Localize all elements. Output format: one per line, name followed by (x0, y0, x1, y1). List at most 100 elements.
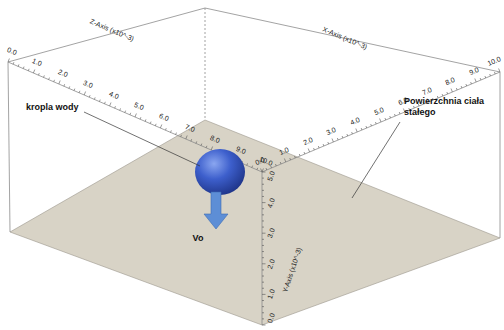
tick-mark (262, 312, 264, 313)
tick-mark (356, 129, 357, 133)
tick-mark (23, 67, 25, 69)
tick-mark (475, 79, 476, 83)
tick-mark (53, 80, 55, 82)
tick-mark (346, 134, 348, 136)
tick-mark (499, 69, 500, 73)
leader-line (84, 112, 200, 166)
tick-mark (79, 91, 81, 93)
tick-mark (451, 89, 452, 93)
tick-mark (262, 233, 266, 234)
tick-label: 6.0 (159, 112, 171, 122)
tick-mark (13, 62, 15, 64)
tick-mark (195, 141, 197, 143)
tick-mark (262, 288, 264, 289)
tick-mark (389, 116, 391, 118)
tick-label: 2.0 (57, 68, 69, 78)
tick-mark (489, 74, 491, 76)
tick-mark (318, 146, 320, 148)
tick-mark (124, 111, 126, 113)
tick-mark (342, 136, 344, 138)
tick-mark (262, 263, 266, 264)
tick-mark (484, 76, 486, 78)
tick-mark (180, 135, 182, 137)
tick-label: 1.0 (32, 57, 44, 67)
tick-mark (446, 92, 448, 94)
tick-mark (262, 300, 264, 301)
tick-label: 0.0 (266, 312, 276, 323)
tick-mark (261, 169, 262, 173)
tick-mark (262, 214, 264, 215)
tick-mark (129, 113, 131, 115)
tick-mark (361, 128, 363, 130)
tick-label: 5.0 (373, 106, 385, 116)
tick-mark (262, 276, 264, 277)
tick-mark (262, 257, 264, 258)
tick-mark (461, 86, 463, 88)
tick-mark (89, 95, 91, 97)
tick-mark (33, 70, 34, 74)
tick-mark (262, 282, 264, 283)
axis-title: Z-Axis (x10^-3) (89, 18, 135, 43)
tick-mark (262, 169, 263, 173)
tick-mark (150, 122, 152, 124)
velocity-label: Vo (193, 234, 204, 243)
tick-mark (308, 149, 309, 153)
tick-mark (135, 114, 136, 118)
tick-mark (351, 132, 353, 134)
tick-mark (380, 119, 381, 123)
tick-mark (262, 184, 264, 185)
tick-mark (206, 146, 208, 148)
tick-mark (155, 124, 157, 126)
tick-mark (211, 147, 212, 151)
tick-mark (262, 202, 266, 203)
box-frame (8, 8, 500, 325)
tick-mark (43, 75, 45, 77)
tick-mark (246, 163, 248, 165)
water-drop (195, 149, 245, 195)
solid-surface (10, 120, 500, 325)
tick-mark (262, 172, 266, 173)
tick-mark (165, 128, 167, 130)
tick-mark (262, 306, 264, 307)
tick-mark (256, 168, 258, 170)
tick-mark (470, 82, 472, 84)
tick-mark (99, 100, 101, 102)
tick-mark (313, 148, 315, 150)
axis-title: X-Axis (x10^-3) (322, 25, 369, 50)
tick-mark (262, 318, 264, 319)
tick-mark (63, 84, 65, 86)
tick-mark (294, 156, 296, 158)
tick-label: 10.0 (487, 55, 502, 67)
tick-label: 7.0 (421, 86, 433, 96)
tick-mark (262, 245, 264, 246)
callout-label: kropla wody (26, 103, 79, 112)
tick-mark (262, 239, 264, 240)
tick-mark (262, 325, 266, 326)
tick-label: 9.0 (468, 66, 480, 76)
tick-mark (145, 119, 147, 121)
tick-mark (84, 92, 85, 96)
tick-mark (399, 112, 401, 114)
tick-mark (265, 168, 267, 170)
tick-mark (384, 118, 386, 120)
callout-label: Powierzchnia ciała stałego (404, 96, 496, 118)
tick-mark (170, 130, 172, 132)
tick-mark (262, 220, 264, 221)
tick-mark (304, 152, 306, 154)
tick-mark (110, 103, 111, 107)
tick-mark (332, 139, 333, 143)
tick-mark (28, 69, 30, 71)
tick-mark (394, 114, 396, 116)
tick-label: 3.0 (82, 79, 94, 89)
tick-mark (262, 208, 264, 209)
tick-mark (262, 269, 264, 270)
tick-mark (375, 122, 377, 124)
tick-mark (262, 227, 264, 228)
tick-mark (119, 108, 121, 110)
tick-mark (480, 78, 482, 80)
tick-mark (280, 162, 282, 164)
tick-label: 3.0 (326, 126, 338, 136)
tick-mark (365, 126, 367, 128)
tick-mark (327, 142, 329, 144)
